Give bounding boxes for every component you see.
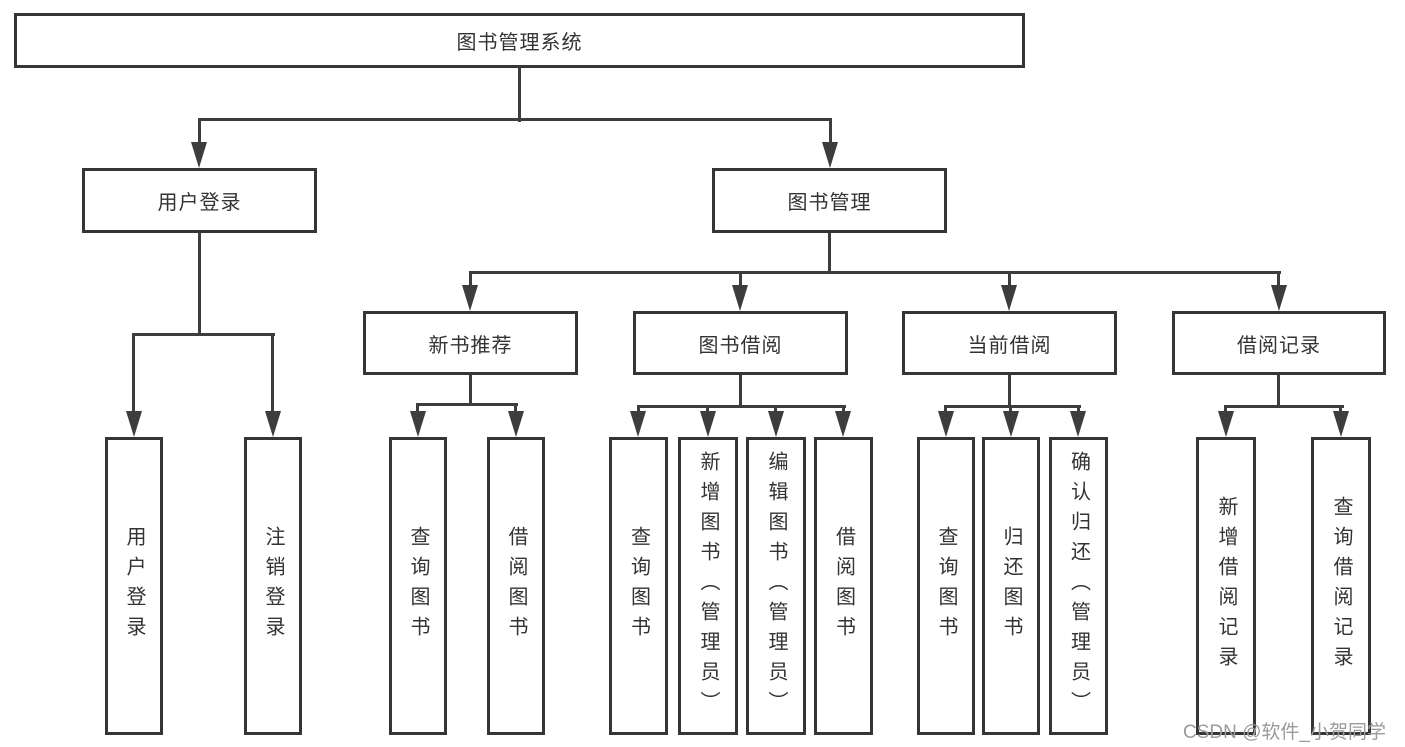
node-label: 图书管理系统 — [456, 32, 583, 54]
drop-line — [1008, 273, 1011, 287]
drop-line — [514, 405, 517, 414]
branch-line — [944, 405, 1081, 408]
arrow-down-icon — [462, 285, 478, 311]
node-new-book-recommend: 新书推荐 — [363, 311, 578, 375]
stem-line — [198, 233, 201, 336]
csdn-watermark: CSDN @软件_小贺同学 — [1183, 722, 1386, 743]
branch-line — [132, 333, 275, 336]
node-label: 借阅图书 — [832, 526, 855, 646]
node-logout: 注销登录 — [244, 437, 302, 735]
drop-line — [739, 273, 742, 287]
arrow-down-icon — [1333, 411, 1349, 437]
stem-line — [1008, 375, 1011, 408]
node-label: 用户登录 — [157, 192, 242, 214]
node-label: 查询图书 — [935, 526, 957, 646]
arrow-down-icon — [1218, 411, 1234, 437]
drop-line — [944, 407, 947, 414]
node-borrow-records: 借阅记录 — [1172, 311, 1386, 375]
arrow-down-icon — [126, 411, 142, 437]
node-login: 用户登录 — [105, 437, 163, 735]
arrow-down-icon — [508, 411, 524, 437]
node-recommend-borrow-books: 借阅图书 — [487, 437, 545, 735]
arrow-down-icon — [1271, 285, 1287, 311]
node-label: 查询借阅记录 — [1330, 496, 1352, 676]
drop-line — [1077, 407, 1080, 414]
node-label: 查询图书 — [627, 526, 650, 646]
drop-line — [829, 120, 832, 144]
arrow-down-icon — [1070, 411, 1086, 437]
arrow-down-icon — [1003, 411, 1019, 437]
drop-line — [1224, 407, 1227, 414]
node-label: 编辑图书（管理员） — [765, 451, 787, 721]
node-book-management: 图书管理 — [712, 168, 947, 233]
arrow-down-icon — [822, 142, 838, 168]
node-current-borrowing: 当前借阅 — [902, 311, 1117, 375]
branch-line — [469, 271, 1281, 274]
stem-line — [828, 233, 831, 274]
drop-line — [469, 273, 472, 287]
drop-line — [842, 407, 845, 414]
node-label: 图书管理 — [787, 192, 872, 214]
node-current-confirm-return-admin: 确认归还（管理员） — [1049, 437, 1108, 735]
drop-line — [637, 407, 640, 414]
node-label: 注销登录 — [262, 526, 284, 646]
arrow-down-icon — [700, 411, 716, 437]
branch-line — [198, 118, 832, 121]
drop-line — [774, 407, 777, 414]
drop-line — [271, 335, 274, 413]
node-label: 新增借阅记录 — [1215, 496, 1237, 676]
node-label: 新增图书（管理员） — [697, 451, 719, 721]
stem-line — [1277, 375, 1280, 408]
branch-line — [637, 405, 846, 408]
node-borrowing-borrow-books: 借阅图书 — [814, 437, 873, 735]
arrow-down-icon — [835, 411, 851, 437]
arrow-down-icon — [1001, 285, 1017, 311]
node-label: 用户登录 — [123, 526, 145, 646]
drop-line — [416, 405, 419, 414]
stem-line — [518, 66, 521, 122]
node-current-return-books: 归还图书 — [982, 437, 1040, 735]
node-book-borrowing: 图书借阅 — [633, 311, 848, 375]
node-recommend-query-books: 查询图书 — [389, 437, 447, 735]
arrow-down-icon — [265, 411, 281, 437]
arrow-down-icon — [191, 142, 207, 168]
drop-line — [1009, 407, 1012, 414]
node-records-query-borrow-record: 查询借阅记录 — [1311, 437, 1371, 735]
node-root: 图书管理系统 — [14, 13, 1025, 68]
node-borrowing-edit-books-admin: 编辑图书（管理员） — [746, 437, 806, 735]
node-label: 借阅记录 — [1237, 334, 1321, 357]
drop-line — [1339, 407, 1342, 414]
node-borrowing-query-books: 查询图书 — [609, 437, 668, 735]
node-label: 当前借阅 — [967, 334, 1052, 357]
node-current-query-books: 查询图书 — [917, 437, 975, 735]
drop-line — [132, 335, 135, 413]
stem-line — [469, 375, 472, 406]
node-label: 借阅图书 — [505, 526, 527, 646]
stem-line — [739, 375, 742, 408]
drop-line — [706, 407, 709, 414]
branch-line — [416, 403, 518, 406]
node-label: 查询图书 — [407, 526, 429, 646]
branch-line — [1224, 405, 1344, 408]
drop-line — [1277, 273, 1280, 287]
node-user-login: 用户登录 — [82, 168, 317, 233]
node-label: 归还图书 — [1000, 526, 1022, 646]
node-label: 图书借阅 — [698, 334, 783, 357]
drop-line — [198, 120, 201, 144]
node-borrowing-add-books-admin: 新增图书（管理员） — [678, 437, 738, 735]
arrow-down-icon — [938, 411, 954, 437]
arrow-down-icon — [768, 411, 784, 437]
node-label: 新书推荐 — [428, 334, 513, 357]
arrow-down-icon — [410, 411, 426, 437]
arrow-down-icon — [630, 411, 646, 437]
node-records-add-borrow-record: 新增借阅记录 — [1196, 437, 1256, 735]
node-label: 确认归还（管理员） — [1067, 451, 1090, 721]
arrow-down-icon — [732, 285, 748, 311]
